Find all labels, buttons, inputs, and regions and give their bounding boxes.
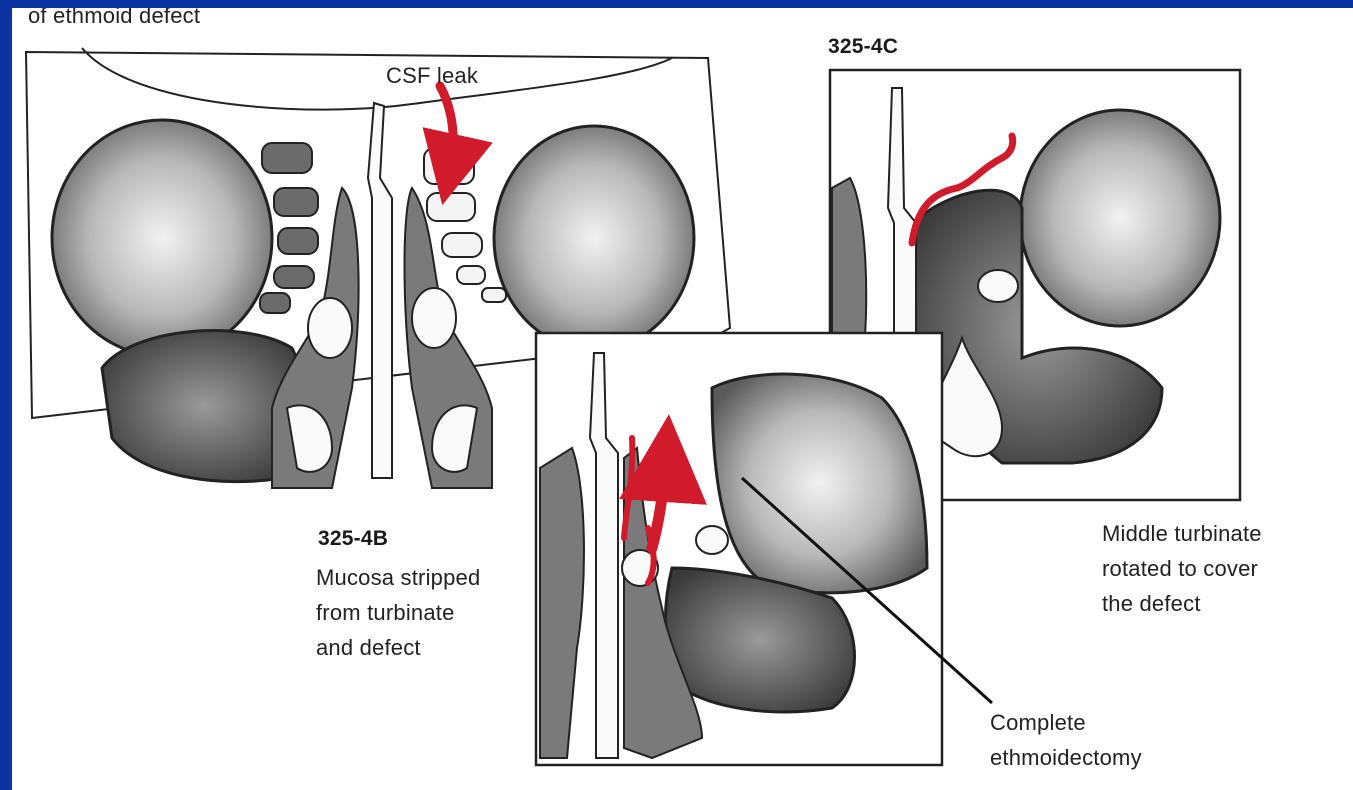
sinus-illustration <box>12 8 1353 790</box>
figure-b-caption-line: and defect <box>316 630 480 665</box>
figure-b-number: 325-4B <box>318 521 388 556</box>
figure-c-caption-line: the defect <box>1102 586 1262 621</box>
panel-b-drawing <box>536 333 942 765</box>
ethmoidectomy-caption: Complete ethmoidectomy <box>990 705 1142 775</box>
figure-c-caption: Middle turbinate rotated to cover the de… <box>1102 516 1262 621</box>
csf-leak-label: CSF leak <box>386 58 478 93</box>
figure-b-caption-line: from turbinate <box>316 595 480 630</box>
figure-b-caption: Mucosa stripped from turbinate and defec… <box>316 560 480 665</box>
figure-c-caption-line: rotated to cover <box>1102 551 1262 586</box>
ethmoidectomy-caption-line: Complete <box>990 705 1142 740</box>
figure-c-number: 325-4C <box>828 29 898 64</box>
top-caption: of ethmoid defect <box>28 8 200 33</box>
ethmoidectomy-caption-line: ethmoidectomy <box>990 740 1142 775</box>
slide-canvas: of ethmoid defect CSF leak 325-4C 325-4B… <box>12 8 1353 790</box>
figure-c-caption-line: Middle turbinate <box>1102 516 1262 551</box>
figure-b-caption-line: Mucosa stripped <box>316 560 480 595</box>
